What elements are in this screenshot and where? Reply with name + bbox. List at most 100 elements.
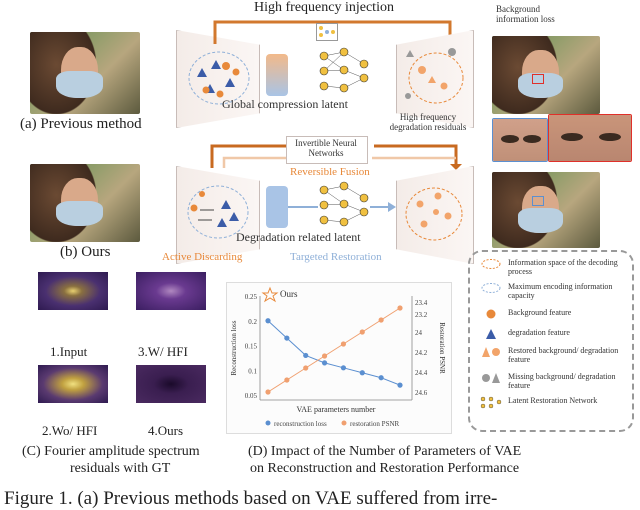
reconstruction-loss-point (378, 375, 384, 381)
reconstruction-loss-point (265, 318, 271, 324)
restoration-psnr-point (378, 317, 384, 323)
dashed-ellipse-orange-icon (480, 258, 502, 272)
legend-marker-loss (265, 420, 271, 426)
eye-zoom-red (548, 114, 632, 162)
right-tick-label: 24.6 (415, 389, 428, 397)
restoration-psnr-point (303, 365, 309, 371)
legend-marker-psnr (341, 420, 347, 426)
x-axis-title: VAE parameters number (297, 405, 376, 414)
degradation-latent-label: Degradation related latent (236, 230, 361, 244)
legend-row: Restored background/ degradation feature (480, 346, 630, 366)
ours-star-icon (261, 286, 279, 303)
restoration-psnr-point (321, 353, 328, 359)
output-photo-ours (492, 172, 600, 248)
network-icon-top (319, 47, 369, 93)
right-tick-label: 24.4 (415, 369, 428, 377)
network-icon-ours (319, 181, 369, 227)
chart-frame (226, 282, 452, 434)
legend-box: Information space of the decoding proces… (468, 250, 634, 432)
right-tick-label: 24 (415, 329, 423, 337)
restoration-psnr-point (265, 389, 271, 395)
legend-text: Restored background/ degradation feature (508, 346, 619, 364)
feature-cluster-ours (187, 185, 249, 239)
chart-caption-line2: on Reconstruction and Restoration Perfor… (250, 461, 520, 476)
reconstruction-loss-point (397, 382, 403, 388)
latent-bar-ours (266, 186, 288, 228)
reconstruction-loss-point (303, 352, 309, 359)
flow-arrow-ours (288, 202, 396, 212)
figure-caption: Figure 1. (a) Previous methods based on … (4, 488, 498, 509)
spectrum-input (38, 272, 108, 310)
left-tick-label: 0.1 (248, 367, 257, 375)
restoration-psnr-point (284, 377, 290, 383)
spectrum-wo-hfi (38, 365, 108, 403)
output-photo-previous (492, 36, 600, 114)
inn-box (286, 136, 368, 164)
orange-circle-icon (480, 308, 502, 322)
restoration-psnr-line (267, 307, 401, 393)
right-tick-label: 23.2 (415, 311, 428, 319)
restoration-psnr-point (397, 305, 403, 311)
reconstruction-loss-point (359, 370, 365, 376)
blue-triangle-icon (480, 328, 502, 342)
injection-label: High frequency injection (254, 0, 394, 15)
spectrum-label-input: 1.Input (50, 344, 88, 359)
orange-triangle-circle-icon (480, 346, 502, 360)
restoration-psnr-point (340, 341, 347, 347)
latent-bar-top (266, 54, 288, 96)
eye-zoom-blue (492, 118, 548, 162)
legend-row: Missing background/ degradation feature (480, 372, 630, 392)
parameters-chart: 0.25 0.2 0.15 0.1 0.05 23.4 23.2 24 24.2 24.4 24.6… (230, 286, 446, 428)
left-tick-label: 0.25 (245, 293, 258, 301)
global-latent-label: Global compression latent (222, 97, 348, 111)
legend-row: Maximum encoding information capacity (480, 282, 630, 302)
left-tick-label: 0.2 (248, 318, 257, 326)
inn-label: Invertible Neural Networks (295, 138, 357, 158)
encoder-block-ours (176, 166, 260, 264)
legend-row: degradation feature (480, 328, 630, 348)
spectrum-label-ours: 4.Ours (148, 423, 184, 438)
previous-method-caption: (a) Previous method (20, 116, 142, 132)
mini-network-icon (316, 23, 338, 41)
hf-residuals-label: High frequency degradation residuals (389, 112, 467, 132)
zoom-box-red (532, 74, 544, 84)
legend-text: Missing background/ degradation feature (508, 372, 616, 390)
spectrum-caption-line1: (C) Fourier amplitude spectrum (22, 444, 200, 459)
legend-label-loss: reconstruction loss (274, 420, 327, 428)
gray-circle-triangle-icon (480, 372, 502, 386)
legend-text: Background feature (508, 308, 572, 317)
legend-label-psnr: restoration PSNR (350, 420, 400, 428)
left-tick-label: 0.15 (245, 343, 258, 351)
network-icon (480, 396, 502, 412)
spectrum-caption-line2: residuals with GT (70, 461, 171, 476)
legend-text: Information space of the decoding proces… (508, 258, 618, 276)
targeted-restoration-label: Targeted Restoration (290, 251, 382, 263)
reconstruction-loss-point (321, 360, 328, 366)
zoom-box-blue (532, 196, 544, 206)
encoder-block-top (176, 30, 260, 128)
legend-row: Latent Restoration Network (480, 396, 630, 416)
decoder-block-ours (396, 166, 474, 264)
chart-caption-line1: (D) Impact of the Number of Parameters o… (248, 444, 522, 459)
restoration-psnr-point (359, 329, 365, 335)
input-photo-ours (30, 164, 140, 242)
legend-text: Latent Restoration Network (508, 396, 598, 405)
ours-label: Ours (280, 289, 298, 299)
legend-row: Information space of the decoding proces… (480, 258, 630, 278)
reconstruction-loss-point (284, 335, 290, 341)
spectrum-label-w-hfi: 3.W/ HFI (138, 344, 188, 359)
right-tick-label: 23.4 (415, 299, 428, 307)
dashed-ellipse-blue-icon (480, 282, 502, 296)
legend-text: Maximum encoding information capacity (508, 282, 613, 300)
spectrum-ours (136, 365, 206, 403)
decoded-features-ours (405, 187, 463, 241)
reconstruction-loss-point (340, 365, 347, 371)
reconstruction-loss-line (267, 320, 401, 386)
reversible-label: Reversible Fusion (290, 166, 370, 178)
spectrum-w-hfi (136, 272, 206, 310)
active-discarding-label: Active Discarding (162, 251, 243, 263)
legend-row: Background feature (480, 308, 630, 328)
bg-loss-label: Background information loss (496, 4, 555, 24)
left-tick-label: 0.05 (245, 392, 258, 400)
right-tick-label: 24.2 (415, 349, 428, 357)
